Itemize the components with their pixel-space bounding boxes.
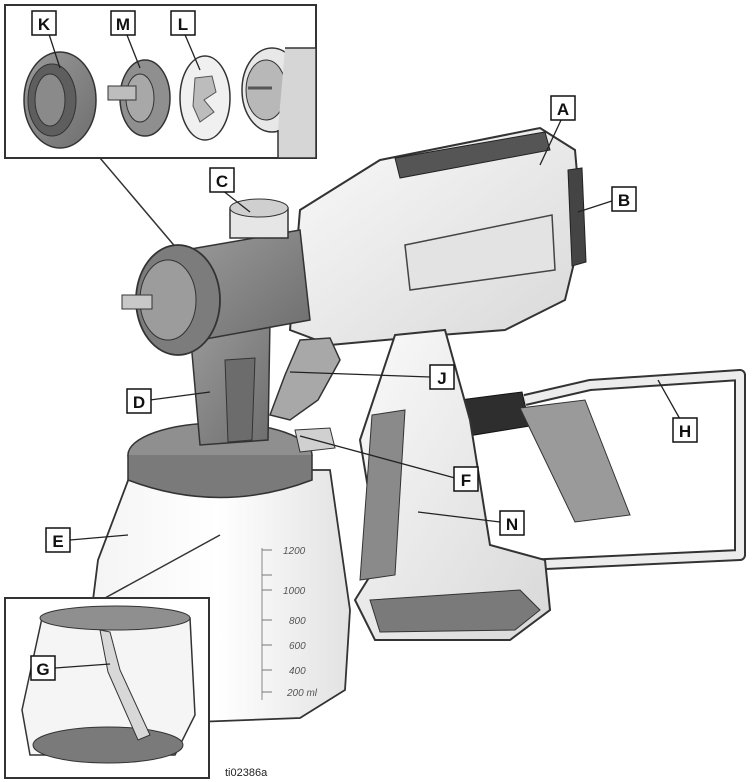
inset-cup-interior (4, 597, 210, 779)
part-l-gasket (179, 55, 231, 141)
part-m-spray-tip (107, 59, 171, 137)
scale-mark-400: 400 (289, 666, 306, 677)
callout-a-label: A (557, 100, 569, 119)
part-k-nut (23, 51, 97, 149)
callout-h: H (672, 417, 698, 443)
callout-a: A (550, 95, 576, 121)
callout-l: L (170, 10, 196, 36)
callout-e: E (45, 527, 71, 553)
nozzle-assembly (121, 198, 311, 356)
scale-mark-1000: 1000 (283, 586, 306, 597)
callout-d-label: D (133, 393, 145, 412)
callout-f-label: F (461, 471, 471, 490)
callout-e-label: E (52, 532, 63, 551)
callout-d: D (126, 388, 152, 414)
callout-k-label: K (38, 15, 51, 34)
callout-k: K (31, 10, 57, 36)
front-housing (189, 319, 271, 446)
callout-j: J (429, 364, 455, 390)
scale-mark-800: 800 (289, 616, 306, 627)
gun-body (269, 126, 587, 641)
callout-g: G (30, 655, 56, 681)
callout-g-label: G (36, 660, 49, 679)
callout-n-label: N (506, 515, 518, 534)
callout-c: C (209, 167, 235, 193)
callout-b-label: B (618, 191, 630, 210)
callout-n: N (499, 510, 525, 536)
scale-mark-1200: 1200 (283, 546, 306, 557)
scale-mark-600: 600 (289, 641, 306, 652)
part-gun-threaded-end (241, 47, 317, 159)
cup-inset-leader (104, 534, 221, 599)
cup-scale: 1200 1000 800 600 400 200 ml (261, 546, 318, 700)
callout-m: M (110, 10, 136, 36)
power-cord (429, 369, 746, 571)
callout-c-label: C (216, 172, 228, 191)
callout-j-label: J (437, 369, 446, 388)
callout-h-label: H (679, 422, 691, 441)
inset-nozzle-parts (4, 4, 317, 159)
figure-reference: ti02386a (225, 767, 268, 779)
callout-l-label: L (178, 15, 188, 34)
scale-mark-200ml: 200 ml (286, 688, 318, 699)
callout-b: B (611, 186, 637, 212)
inset-leader-line (99, 157, 179, 251)
callout-f: F (453, 466, 479, 492)
callout-m-label: M (116, 15, 130, 34)
